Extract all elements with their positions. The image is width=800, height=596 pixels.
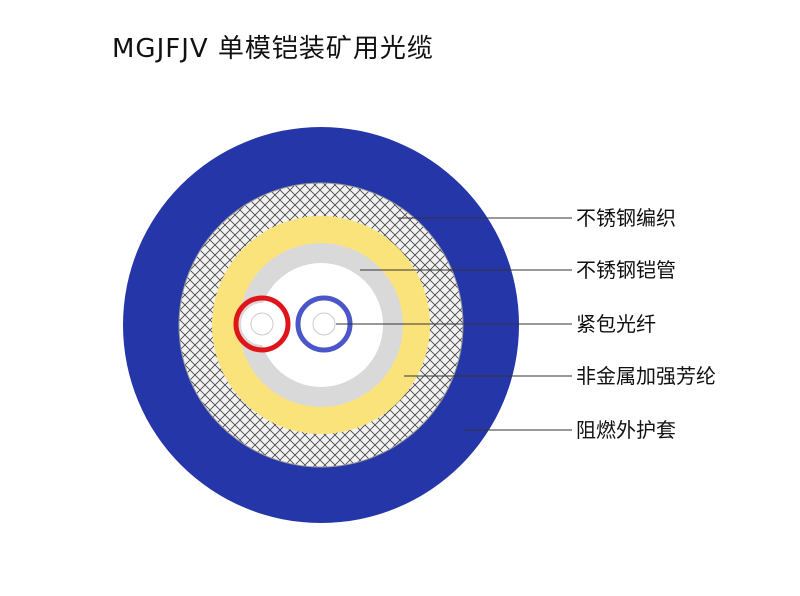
- label-aramid: 非金属加强芳纶: [576, 364, 716, 388]
- diagram-title: MGJFJV 单模铠装矿用光缆: [112, 34, 434, 64]
- label-sheath: 阻燃外护套: [576, 418, 676, 442]
- fiber-red: [233, 295, 291, 353]
- label-braid: 不锈钢编织: [576, 206, 676, 230]
- braid-inner-edge: [178, 182, 464, 468]
- label-tight-fiber: 紧包光纤: [576, 312, 656, 336]
- label-steel-tube: 不锈钢铠管: [576, 258, 676, 282]
